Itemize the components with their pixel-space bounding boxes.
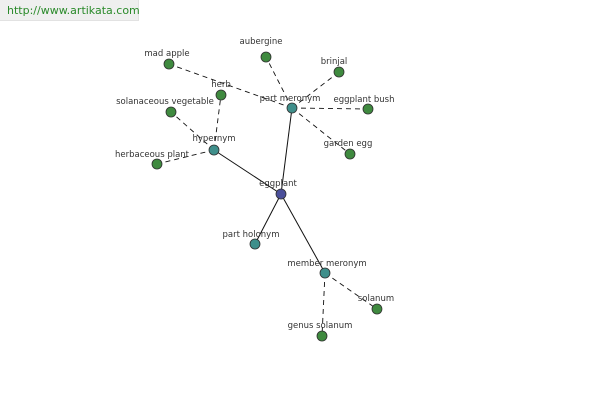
node-herbaceous-plant[interactable] [151,158,163,170]
label-genus-solanum: genus solanum [288,321,353,331]
edge-hypernym-herb [213,94,222,151]
node-mad-apple[interactable] [163,58,175,70]
node-solanaceous-vegetable[interactable] [165,106,177,118]
label-aubergine: aubergine [240,37,283,47]
edge-hypernym-herbaceous-plant [156,149,215,165]
edge-hypernym-solanaceous-vegetable [170,111,215,151]
node-solanum[interactable] [371,303,383,315]
node-aubergine[interactable] [260,51,272,63]
node-member-meronym[interactable] [319,267,331,279]
label-hypernym: hypernym [192,134,235,144]
node-part-holonym[interactable] [249,238,261,250]
label-member-meronym: member meronym [287,259,366,269]
node-part-meronym[interactable] [286,102,298,114]
graph-labels: eggplant hypernym herb solanaceous vegetabl… [115,37,395,331]
edge-part-meronym-brinjal [291,71,340,109]
source-url-link[interactable]: http://www.artikata.com [0,0,140,21]
edge-member-meronym-solanum [324,272,378,310]
edge-eggplant-member-meronym [280,193,326,274]
edge-part-meronym-mad-apple [168,63,293,109]
label-brinjal: brinjal [321,57,348,67]
edge-eggplant-part-holonym [254,193,282,245]
graph-nodes [151,51,383,342]
edge-part-meronym-eggplant-bush [291,107,369,110]
node-hypernym[interactable] [208,144,220,156]
label-eggplant-bush: eggplant bush [333,95,394,105]
node-garden-egg[interactable] [344,148,356,160]
node-eggplant[interactable] [275,188,287,200]
edge-part-meronym-aubergine [265,56,293,109]
label-part-meronym: part meronym [260,94,321,104]
label-eggplant: eggplant [259,179,297,189]
node-herb[interactable] [215,89,227,101]
label-herbaceous-plant: herbaceous plant [115,150,190,160]
label-solanum: solanum [358,294,394,304]
label-mad-apple: mad apple [144,49,189,59]
edge-member-meronym-genus-solanum [321,272,326,337]
node-genus-solanum[interactable] [316,330,328,342]
label-solanaceous-vegetable: solanaceous vegetable [116,97,214,107]
edge-eggplant-part-meronym [280,107,293,195]
node-brinjal[interactable] [333,66,345,78]
label-part-holonym: part holonym [223,230,280,240]
label-herb: herb [211,80,231,90]
graph-edges [156,56,378,337]
edge-eggplant-hypernym [213,149,282,195]
label-garden-egg: garden egg [324,139,373,149]
node-eggplant-bush[interactable] [362,103,374,115]
edge-part-meronym-garden-egg [291,107,351,155]
